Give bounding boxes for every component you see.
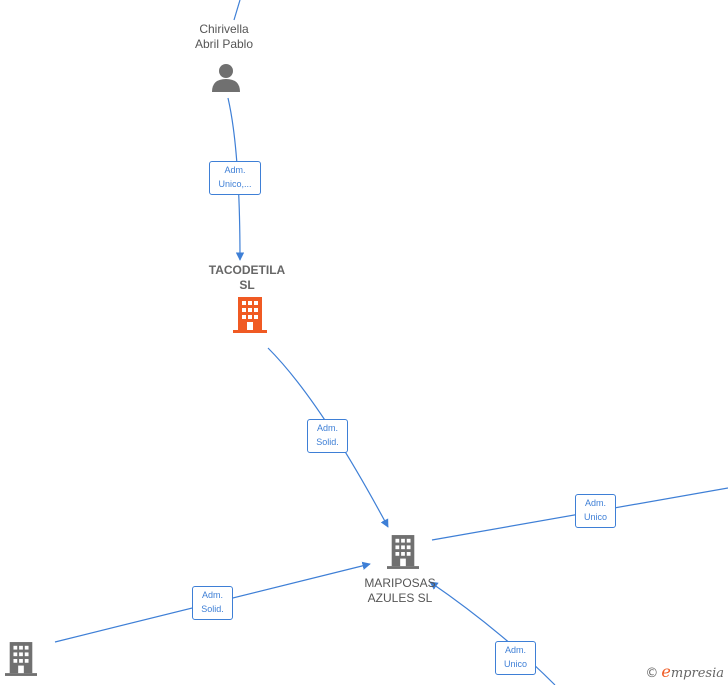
- brand-watermark: ©empresia: [645, 662, 724, 681]
- relation-badge-left-mariposas[interactable]: Adm. Solid.: [192, 586, 233, 620]
- building-icon[interactable]: [233, 297, 267, 333]
- relation-badge-bottom-mariposas[interactable]: Adm. Unico: [495, 641, 536, 675]
- relation-role: Adm.: [201, 590, 223, 600]
- tacodetila-node-label: TACODETILA SL: [197, 263, 297, 293]
- relation-role: Adm.: [316, 423, 338, 433]
- mariposas-node-label: MARIPOSAS AZULES SL: [350, 576, 450, 606]
- tacodetila-name-line2: SL: [239, 278, 255, 292]
- copyright-symbol: ©: [645, 666, 659, 681]
- relation-type: Unico: [583, 512, 607, 522]
- relation-badge-tacodetila-mariposas[interactable]: Adm. Solid.: [307, 419, 348, 453]
- relation-badge-person-tacodetila[interactable]: Adm. Unico,...: [209, 161, 261, 195]
- edge-top-continuation: [233, 0, 241, 21]
- edge-tacodetila-to-mariposas: [267, 347, 389, 528]
- mariposas-name-line2: AZULES SL: [367, 591, 433, 605]
- relation-type: Solid.: [316, 437, 339, 447]
- person-icon[interactable]: [211, 63, 241, 93]
- relation-role: Adm.: [504, 645, 526, 655]
- edge-bottom-to-mariposas: [429, 581, 556, 685]
- relation-role: Adm.: [224, 165, 246, 175]
- tacodetila-name-line1: TACODETILA: [208, 263, 286, 277]
- relation-role: Adm.: [584, 498, 606, 508]
- person-name-line2: Abril Pablo: [194, 37, 254, 51]
- brand-initial: e: [661, 662, 671, 681]
- relation-type: Solid.: [201, 604, 224, 614]
- relation-type: Unico: [503, 659, 527, 669]
- relation-badge-right-mariposas[interactable]: Adm. Unico: [575, 494, 616, 528]
- relation-type: Unico,...: [218, 179, 252, 189]
- brand-name: mpresia: [670, 666, 724, 681]
- building-icon[interactable]: [387, 535, 419, 569]
- person-name-line1: Chirivella: [199, 22, 249, 36]
- mariposas-name-line1: MARIPOSAS: [364, 576, 436, 590]
- person-node-label: Chirivella Abril Pablo: [174, 22, 274, 52]
- building-icon[interactable]: [5, 642, 37, 676]
